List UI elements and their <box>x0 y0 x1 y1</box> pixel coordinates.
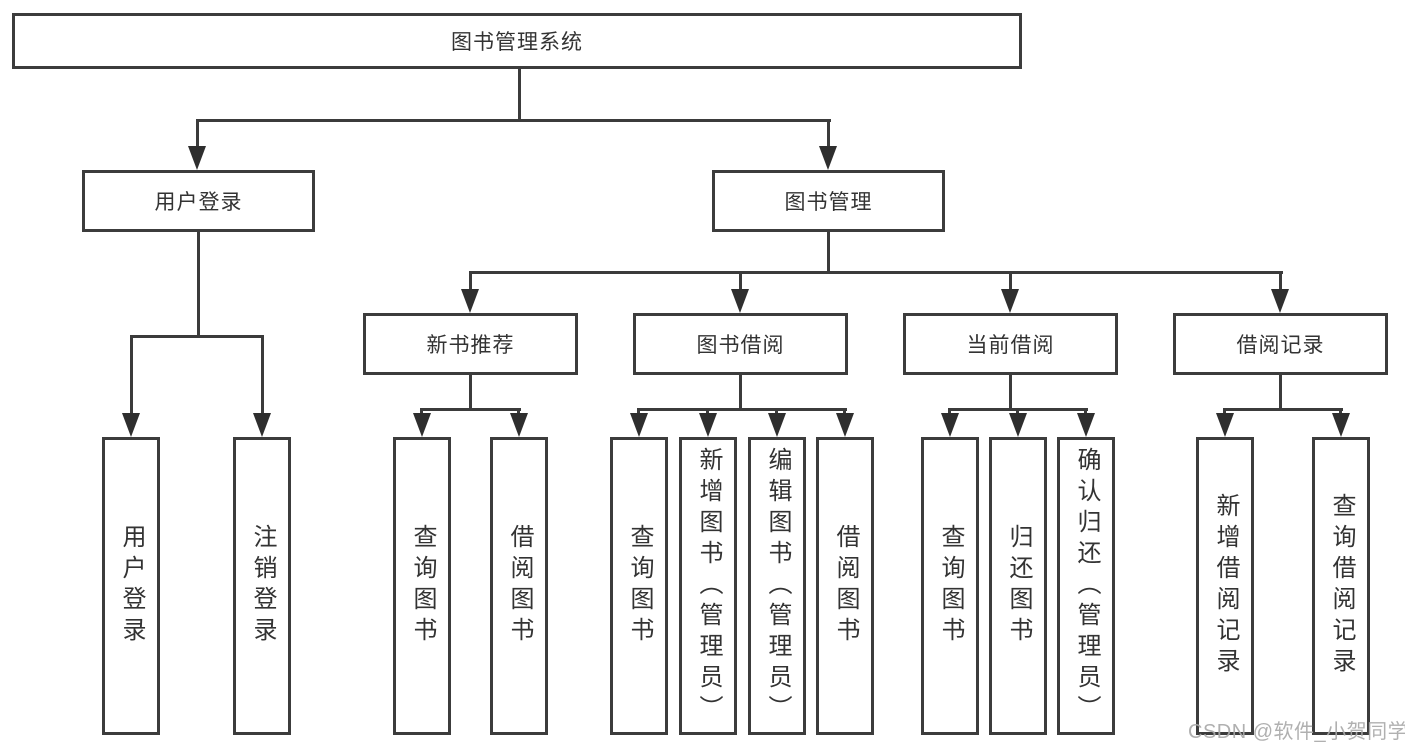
connector-drop-book-mgmt <box>827 119 830 149</box>
connector-drop-new-book <box>469 271 472 291</box>
arrow-down-icon <box>630 413 648 437</box>
leaf-add-book-admin: 新增图书（管理员） <box>679 437 737 735</box>
connector-drop-current <box>1009 271 1012 291</box>
arrow-down-icon <box>1001 289 1019 313</box>
connector-dropA2 <box>517 408 520 416</box>
arrow-down-icon <box>941 413 959 437</box>
arrow-down-icon <box>510 413 528 437</box>
leaf-query-book-A: 查询图书 <box>393 437 451 735</box>
leaf-query-book-B: 查询图书 <box>610 437 668 735</box>
connector-user-login-rail <box>130 335 264 338</box>
leaf-logout: 注销登录 <box>233 437 291 735</box>
leaf-return-book: 归还图书 <box>989 437 1047 735</box>
connector-user-login-stem <box>197 232 200 338</box>
leaf-confirm-return-admin: 确认归还（管理员） <box>1057 437 1115 735</box>
arrow-down-icon <box>461 289 479 313</box>
node-current-borrow: 当前借阅 <box>903 313 1118 375</box>
arrow-down-icon <box>819 146 837 170</box>
node-user-login: 用户登录 <box>82 170 315 232</box>
connector-drop-user-login <box>196 119 199 149</box>
connector-dropB1 <box>637 408 640 416</box>
connector-dropC2 <box>1016 408 1019 416</box>
connector-book-mgmt-stem <box>827 232 830 273</box>
csdn-watermark: CSDN @软件_小贺同学 <box>1188 721 1405 743</box>
leaf-borrow-book-A: 借阅图书 <box>490 437 548 735</box>
leaf-user-login: 用户登录 <box>102 437 160 735</box>
node-new-book-recommend: 新书推荐 <box>363 313 578 375</box>
arrow-down-icon <box>731 289 749 313</box>
connector-dropA1 <box>420 408 423 416</box>
connector-groupD-rail <box>1223 408 1343 411</box>
connector-groupC-stem <box>1009 375 1012 411</box>
connector-drop-login <box>130 335 133 415</box>
arrow-down-icon <box>188 146 206 170</box>
arrow-down-icon <box>1332 413 1350 437</box>
connector-drop-logout <box>261 335 264 415</box>
arrow-down-icon <box>1009 413 1027 437</box>
leaf-edit-book-admin: 编辑图书（管理员） <box>748 437 806 735</box>
arrow-down-icon <box>1077 413 1095 437</box>
arrow-down-icon <box>699 413 717 437</box>
connector-groupB-stem <box>739 375 742 411</box>
connector-dropD2 <box>1339 408 1342 416</box>
node-book-mgmt: 图书管理 <box>712 170 945 232</box>
connector-dropC1 <box>948 408 951 416</box>
connector-groupA-rail <box>420 408 521 411</box>
connector-dropB2 <box>706 408 709 416</box>
arrow-down-icon <box>768 413 786 437</box>
connector-level2-rail <box>196 119 831 122</box>
connector-level3-rail <box>469 271 1283 274</box>
leaf-query-book-C: 查询图书 <box>921 437 979 735</box>
connector-drop-records <box>1279 271 1282 291</box>
node-book-borrow: 图书借阅 <box>633 313 848 375</box>
arrow-down-icon <box>122 413 140 437</box>
node-root: 图书管理系统 <box>12 13 1022 69</box>
arrow-down-icon <box>413 413 431 437</box>
connector-dropB3 <box>775 408 778 416</box>
connector-dropD1 <box>1223 408 1226 416</box>
leaf-query-borrow-record: 查询借阅记录 <box>1312 437 1370 735</box>
leaf-add-borrow-record: 新增借阅记录 <box>1196 437 1254 735</box>
arrow-down-icon <box>1271 289 1289 313</box>
arrow-down-icon <box>1216 413 1234 437</box>
connector-dropB4 <box>843 408 846 416</box>
connector-groupA-stem <box>469 375 472 411</box>
connector-dropC3 <box>1084 408 1087 416</box>
connector-root-stem <box>518 69 521 121</box>
connector-groupD-stem <box>1279 375 1282 411</box>
leaf-borrow-book-B: 借阅图书 <box>816 437 874 735</box>
connector-drop-borrow <box>739 271 742 291</box>
connector-groupB-rail <box>637 408 847 411</box>
arrow-down-icon <box>836 413 854 437</box>
node-borrow-records: 借阅记录 <box>1173 313 1388 375</box>
arrow-down-icon <box>253 413 271 437</box>
